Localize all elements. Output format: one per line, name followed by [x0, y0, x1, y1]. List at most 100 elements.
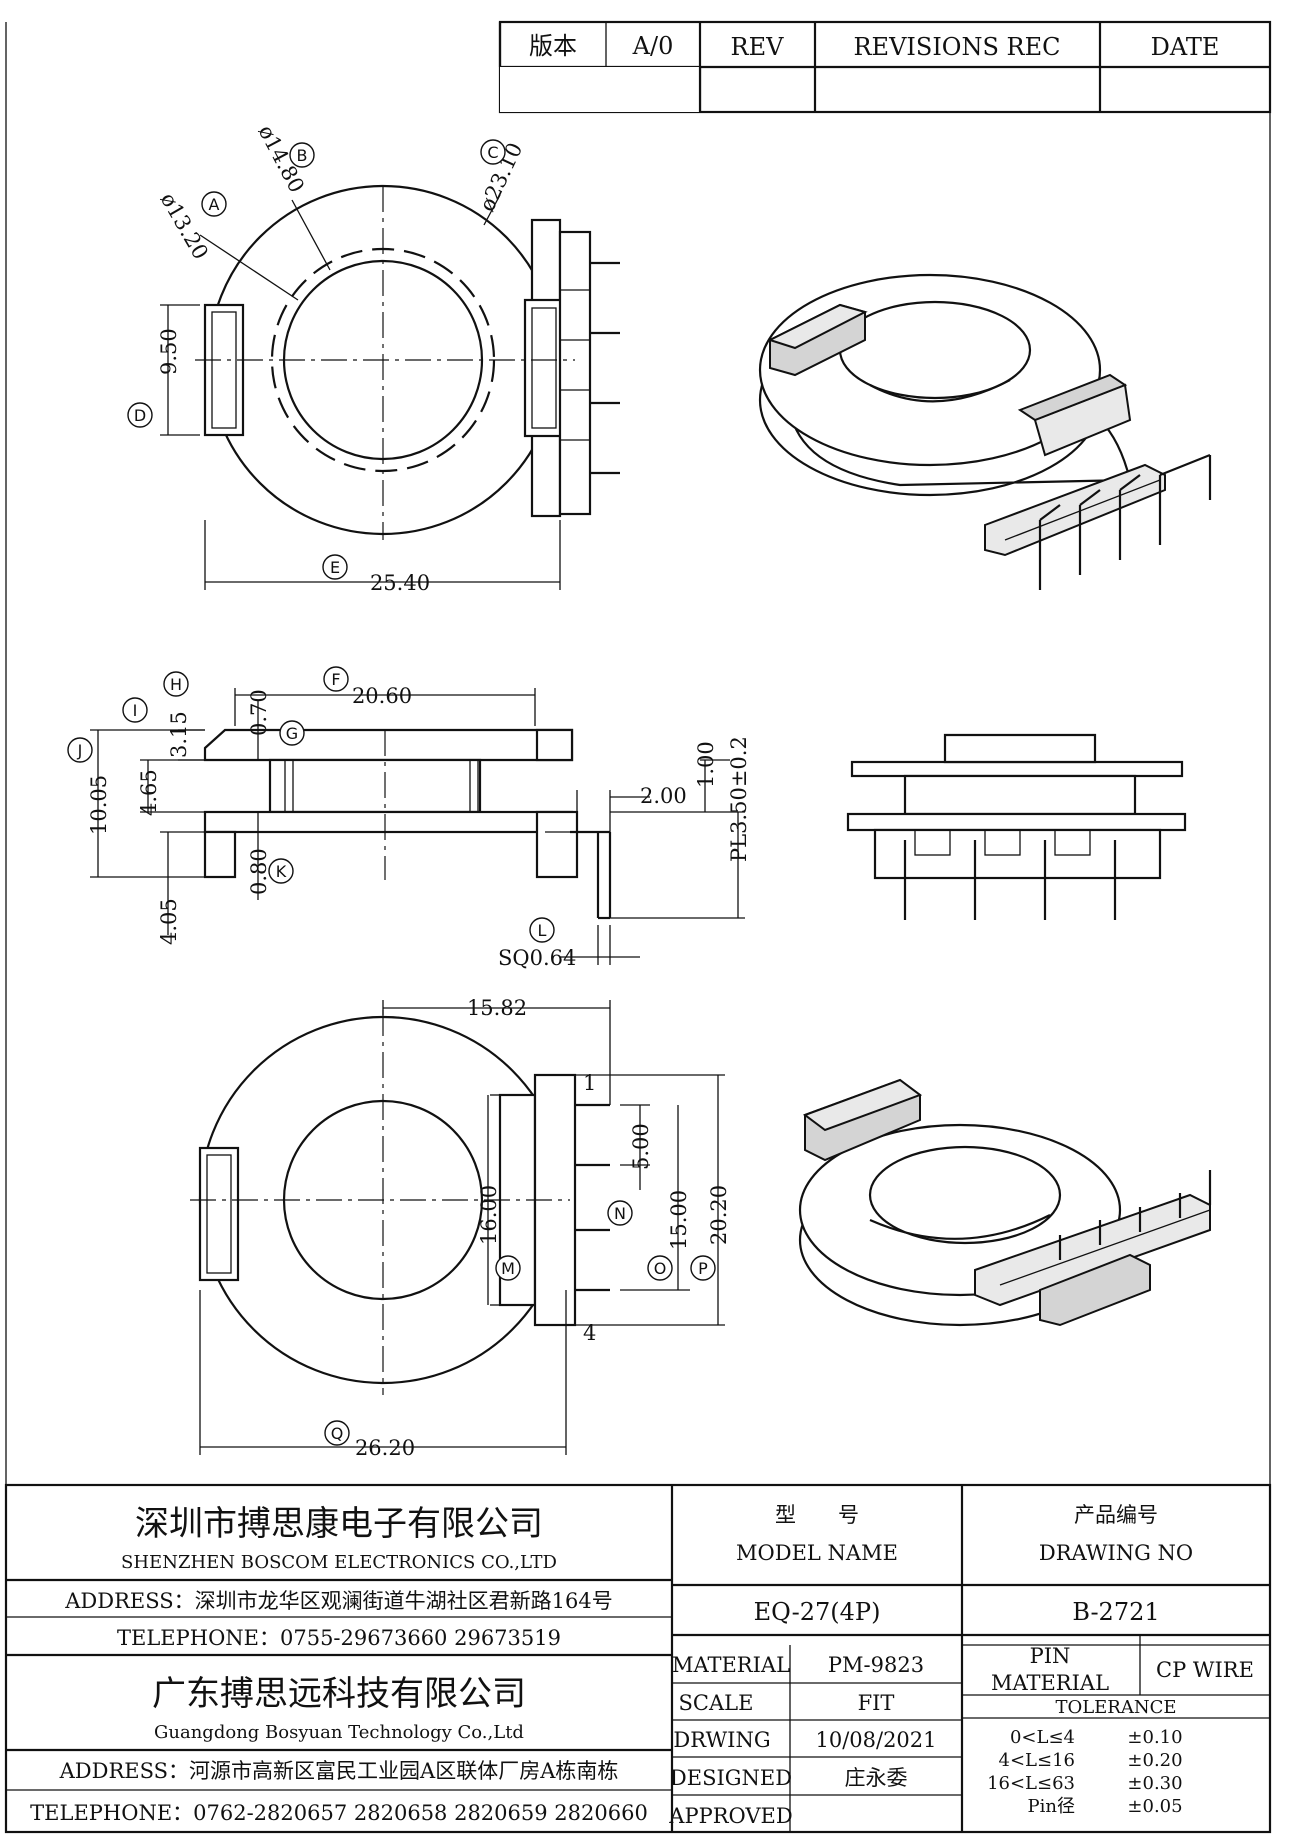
dim-j-value: 10.05	[87, 775, 111, 835]
telephone-1: TELEPHONE：0755-29673660 29673519	[117, 1626, 561, 1650]
dim-o-value: 15.00	[667, 1190, 691, 1250]
dim-bottom-flange: 4.05	[157, 898, 181, 945]
designed-label: DESIGNED	[670, 1766, 792, 1790]
tolerance-range-1: 0<L≤4	[1010, 1727, 1075, 1748]
callout-j	[67, 737, 93, 763]
tolerance-range-4: Pin径	[1028, 1796, 1075, 1817]
callout-h-label: H	[170, 675, 182, 694]
callout-c-label: C	[487, 143, 498, 162]
callout-i-label: I	[133, 701, 138, 720]
callout-a	[201, 191, 227, 217]
material-label: MATERIAL	[672, 1653, 790, 1677]
callout-o-label: O	[654, 1259, 667, 1278]
dim-q-value: 26.20	[355, 1436, 415, 1460]
iso-view-top	[758, 273, 1212, 590]
pin-material-value: CP WIRE	[1156, 1658, 1254, 1682]
callout-k-label: K	[276, 862, 287, 881]
material-value: PM-9823	[828, 1653, 924, 1677]
address-1: ADDRESS：深圳市龙华区观澜街道牛湖社区君新路164号	[64, 1589, 612, 1613]
callout-d-label: D	[134, 406, 146, 425]
designed-value: 庄永委	[845, 1766, 908, 1790]
tolerance-value-2: ±0.20	[1127, 1750, 1182, 1771]
pin-material-label-2: MATERIAL	[991, 1671, 1109, 1695]
tolerance-value-1: ±0.10	[1127, 1727, 1182, 1748]
address-2: ADDRESS：河源市高新区富民工业园A区联体厂房A栋南栋	[59, 1759, 619, 1783]
company-en: SHENZHEN BOSCOM ELECTRONICS CO.,LTD	[121, 1552, 557, 1573]
company2-cn: 广东搏思远科技有限公司	[152, 1674, 526, 1714]
pin-first-label: 1	[583, 1071, 596, 1095]
drawing-label-en: DRAWING NO	[1039, 1541, 1193, 1565]
tolerance-value-4: ±0.05	[1127, 1796, 1182, 1817]
side-view: 20.60 F 0.70 G 3.15 H 4.65 I 10.05 J 4.0…	[67, 666, 751, 970]
title-block: 深圳市搏思康电子有限公司 SHENZHEN BOSCOM ELECTRONICS…	[4, 1483, 1272, 1834]
dim-h-value: 3.15	[167, 711, 191, 758]
version-label: 版本	[529, 32, 577, 60]
dim-l-value: SQ0.64	[498, 946, 576, 970]
dim-f-value: 20.60	[352, 684, 412, 708]
model-value: EQ-27(4P)	[754, 1598, 881, 1626]
dim-d-value: 9.50	[157, 328, 181, 375]
callout-j-label: J	[77, 741, 83, 760]
telephone-2: TELEPHONE：0762-2820657 2820658 2820659 2…	[30, 1801, 648, 1825]
tolerance-range-3: 16<L≤63	[987, 1773, 1075, 1794]
callout-g-label: G	[286, 724, 298, 743]
approved-label: APPROVED	[668, 1804, 792, 1828]
dim-m-value: 16.00	[477, 1185, 501, 1245]
revision-table: 版本 A/0 REV REVISIONS REC DATE	[498, 20, 1272, 114]
callout-n	[607, 1200, 633, 1226]
version-value: A/0	[632, 32, 674, 60]
tolerance-value-3: ±0.30	[1127, 1773, 1182, 1794]
iso-view-bottom	[798, 1078, 1212, 1327]
callout-a-label: A	[209, 195, 220, 214]
bottom-view: 15.82 1 4 16.00 M 5.00 N 15.00 O 20.20 P	[190, 996, 731, 1460]
dim-pin-length: PL3.50±0.2	[727, 736, 751, 862]
dim-pin-offset: 2.00	[640, 784, 687, 808]
callout-l-label: L	[538, 921, 547, 940]
callout-b-label: B	[297, 146, 308, 165]
callout-d	[127, 402, 153, 428]
callout-g	[279, 720, 305, 746]
dim-e-value: 25.40	[370, 571, 430, 595]
callout-l	[529, 917, 555, 943]
dim-p-value: 20.20	[707, 1185, 731, 1245]
callout-q	[324, 1420, 350, 1446]
pin-last-label: 4	[583, 1321, 596, 1345]
callout-f	[323, 666, 349, 692]
callout-q-label: Q	[331, 1424, 344, 1443]
callout-c	[480, 139, 506, 165]
revisions-header: REVISIONS REC	[853, 33, 1060, 61]
callout-k	[268, 858, 294, 884]
callout-m-label: M	[501, 1259, 515, 1278]
callout-p-label: P	[698, 1259, 708, 1278]
dim-pin-span: 15.82	[467, 996, 527, 1020]
drawing-value: B-2721	[1072, 1598, 1159, 1626]
drawing-date: 10/08/2021	[815, 1728, 936, 1752]
front-view	[846, 733, 1187, 920]
callout-e	[322, 554, 348, 580]
model-label-cn: 型 号	[775, 1503, 859, 1527]
company-cn: 深圳市搏思康电子有限公司	[135, 1504, 543, 1544]
dim-i-value: 4.65	[137, 769, 161, 816]
dim-k-value: 0.80	[247, 848, 271, 895]
drawing-label-cn: 产品编号	[1074, 1503, 1158, 1527]
date-header: DATE	[1151, 33, 1220, 61]
pin-material-label-1: PIN	[1030, 1644, 1071, 1668]
callout-o	[647, 1255, 673, 1281]
callout-h	[163, 671, 189, 697]
callout-m	[495, 1255, 521, 1281]
callout-e-label: E	[330, 558, 340, 577]
tolerance-range-2: 4<L≤16	[999, 1750, 1075, 1771]
top-view: 9.50 D 25.40 E ø13.20 A ø14.80 B ø23.10 …	[127, 121, 620, 595]
rev-header: REV	[731, 33, 785, 61]
dim-n-value: 5.00	[629, 1123, 653, 1170]
dim-pin-step: 1.00	[694, 741, 718, 788]
callout-i	[122, 697, 148, 723]
callout-p	[690, 1255, 716, 1281]
dim-g-value: 0.70	[247, 689, 271, 736]
callout-n-label: N	[614, 1204, 626, 1223]
drawing-by-label: DRWING	[673, 1728, 770, 1752]
tolerance-label: TOLERANCE	[1055, 1697, 1176, 1718]
model-label-en: MODEL NAME	[736, 1541, 898, 1565]
callout-f-label: F	[331, 670, 340, 689]
